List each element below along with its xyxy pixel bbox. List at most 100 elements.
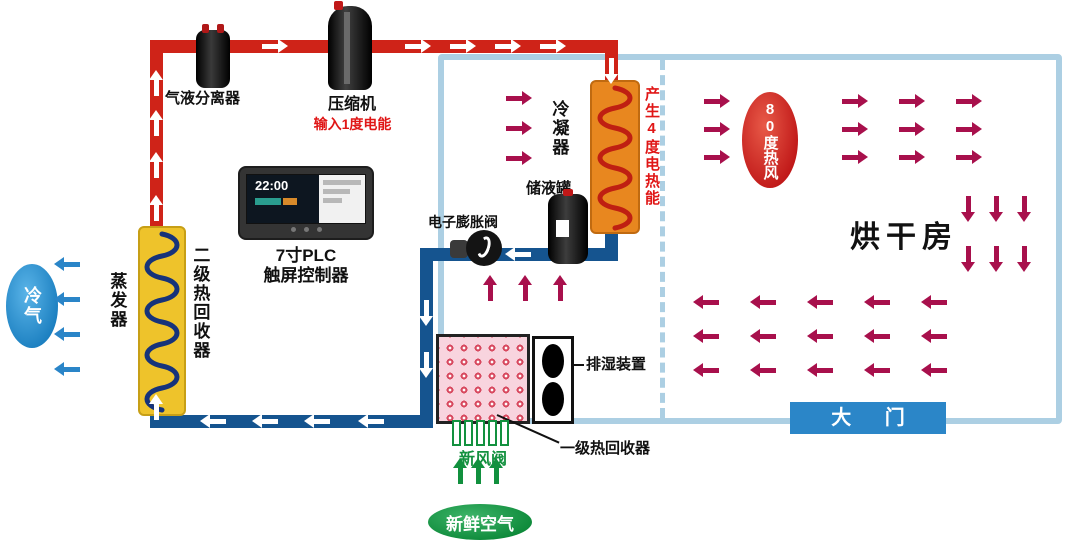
primary-heat-recovery [436, 334, 530, 424]
plc-label-line2: 触屏控制器 [263, 266, 349, 286]
vent-louver [500, 420, 509, 446]
hot-air-arrow [807, 363, 833, 377]
plc-button-icon[interactable] [290, 227, 296, 232]
separator-label: 气液分离器 [165, 90, 241, 107]
hot-air-arrow [842, 94, 868, 108]
hot-air-arrow [807, 295, 833, 309]
refrigerant-flow-arrow [540, 39, 566, 53]
refrigerant-flow-arrow [450, 39, 476, 53]
refrigerant-flow-arrow [149, 195, 163, 221]
cold-air-badge: 冷气 [6, 264, 58, 348]
vent-louver [464, 420, 473, 446]
hot-air-arrow [750, 295, 776, 309]
cold-air-arrow [54, 362, 80, 376]
hot-air-arrow [956, 122, 982, 136]
fresh-air-label: 新鲜空气 [446, 514, 514, 534]
plc-button-icon[interactable] [303, 227, 309, 232]
vent-louver [452, 420, 461, 446]
refrigerant-flow-arrow [604, 58, 618, 84]
hot-air-arrow [899, 122, 925, 136]
hot-air-arrow [506, 151, 532, 165]
fresh-air-arrow [489, 458, 503, 484]
hot-air-arrow [864, 295, 890, 309]
hot-air-arrow [899, 94, 925, 108]
refrigerant-flow-arrow [149, 110, 163, 136]
drying-room-divider [660, 60, 665, 418]
hot-wind-badge: 80度热风 [742, 92, 798, 188]
hot-air-arrow [864, 329, 890, 343]
plc-button-icon[interactable] [316, 227, 322, 232]
primary-recovery-label: 一级热回收器 [560, 440, 651, 457]
plc-screen-widget [323, 180, 361, 185]
refrigerant-flow-arrow [419, 300, 433, 326]
refrigerant-flow-arrow [200, 414, 226, 428]
gas-liquid-separator [196, 24, 230, 88]
condenser-coil-graphic [597, 85, 633, 231]
dehumidifier-fan-icon [542, 344, 564, 378]
refrigerant-flow-arrow [419, 352, 433, 378]
drying-room-border [438, 54, 1062, 424]
plc-time: 22:00 [255, 178, 289, 193]
hot-air-arrow [921, 295, 947, 309]
hot-air-arrow [518, 275, 532, 301]
separator-port-icon [202, 24, 209, 33]
tank-valve-icon [563, 189, 573, 196]
plc-screen[interactable]: 22:00 [246, 174, 366, 224]
refrigerant-flow-arrow [149, 394, 163, 420]
evaporator-coil-graphic [144, 231, 180, 413]
dehumidifier-leader-line [572, 364, 584, 366]
fresh-air-arrow [453, 458, 467, 484]
refrigerant-flow-arrow [252, 414, 278, 428]
compressor-power-label: 输入1度电能 [313, 116, 392, 132]
hot-air-arrow [750, 329, 776, 343]
refrigerant-flow-arrow [262, 39, 288, 53]
hot-air-arrow [956, 150, 982, 164]
hot-air-arrow [693, 329, 719, 343]
electric-heat-label: 产生4度电热能 [643, 86, 660, 207]
drying-room-title: 烘干房 [850, 221, 958, 254]
compressor-stripe [344, 12, 350, 84]
hot-pipe-top-horizontal [150, 40, 618, 53]
plc-screen-right [319, 175, 365, 223]
plc-label: 7寸PLC 触屏控制器 [245, 246, 367, 287]
hot-air-arrow [842, 122, 868, 136]
evaporator-coil [138, 226, 186, 416]
hot-air-arrow [864, 363, 890, 377]
hot-air-arrow [750, 363, 776, 377]
hot-air-arrow [704, 122, 730, 136]
hot-air-arrow [1017, 196, 1031, 222]
hot-air-arrow [899, 150, 925, 164]
fresh-air-badge: 新鲜空气 [428, 504, 532, 540]
compressor [328, 1, 372, 90]
gate-label: 大 门 [790, 402, 946, 434]
compressor-label: 压缩机 [327, 96, 376, 113]
hot-air-arrow [921, 363, 947, 377]
vent-louver [488, 420, 497, 446]
hot-air-arrow [693, 295, 719, 309]
hot-air-arrow [506, 121, 532, 135]
liquid-tank-label: 储液罐 [526, 180, 572, 197]
hot-air-arrow [921, 329, 947, 343]
liquid-tank [548, 189, 588, 264]
hot-air-arrow [956, 94, 982, 108]
plc-screen-widget [255, 198, 281, 205]
refrigerant-flow-arrow [149, 152, 163, 178]
hot-air-arrow [807, 329, 833, 343]
evaporator-label: 蒸发器 [107, 272, 127, 329]
plc-buttons[interactable] [246, 227, 366, 232]
expansion-valve [450, 228, 502, 272]
hot-air-arrow [553, 275, 567, 301]
fresh-air-arrow [471, 458, 485, 484]
refrigerant-flow-arrow [495, 39, 521, 53]
cold-air-arrow [54, 327, 80, 341]
hot-air-arrow [693, 363, 719, 377]
plc-label-line1: 7寸PLC [275, 246, 337, 265]
plc-controller[interactable]: 22:00 [238, 166, 374, 240]
fresh-air-valve [452, 420, 509, 446]
refrigerant-flow-arrow [505, 247, 531, 261]
cold-air-arrow [54, 257, 80, 271]
hot-air-arrow [989, 196, 1003, 222]
hot-air-arrow [1017, 246, 1031, 272]
dehumidifier [532, 336, 574, 424]
